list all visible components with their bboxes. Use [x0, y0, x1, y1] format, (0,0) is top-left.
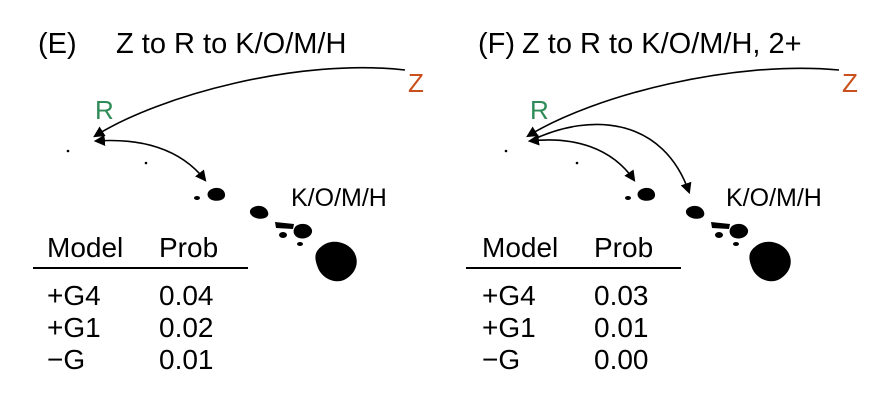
island-oahu — [685, 205, 705, 219]
arrow-z-to-r — [93, 66, 406, 138]
model-probability-table: Model Prob +G4 0.03 +G1 0.01 −G 0.00 — [466, 232, 681, 382]
island-molokai — [711, 222, 730, 229]
island-hawaii — [749, 241, 791, 282]
node-r-label: R — [530, 95, 549, 125]
arrow-r-to-kaui — [527, 134, 636, 182]
island-niihau — [625, 196, 631, 200]
island-group-label: K/O/M/H — [291, 184, 387, 212]
table-header-rule — [466, 267, 681, 269]
hawaiian-islands — [194, 187, 357, 282]
atoll-dot — [504, 149, 508, 153]
column-header-prob: Prob — [594, 232, 654, 263]
island-group-label: K/O/M/H — [726, 184, 822, 212]
island-niihau — [194, 196, 200, 200]
migration-map — [66, 66, 406, 282]
arrow-z-to-r — [526, 67, 840, 138]
table-cell-model: −G — [482, 344, 521, 375]
column-header-prob: Prob — [159, 232, 219, 263]
panel-title: Z to R to K/O/M/H — [116, 28, 347, 60]
table-cell-model: +G1 — [47, 312, 101, 343]
table-cell-model: −G — [47, 344, 86, 375]
table-cell-prob: 0.00 — [594, 344, 649, 375]
table-cell-prob: 0.02 — [159, 312, 214, 343]
table-cell-model: +G4 — [482, 280, 536, 311]
table-cell-model: +G1 — [482, 312, 536, 343]
table-cell-prob: 0.01 — [159, 344, 214, 375]
node-z-label: Z — [842, 68, 858, 98]
table-cell-prob: 0.04 — [159, 280, 214, 311]
panel-id: (E) — [38, 28, 77, 60]
island-hawaii — [315, 241, 357, 282]
column-header-model: Model — [482, 232, 559, 263]
island-molokai — [275, 222, 294, 229]
table-cell-prob: 0.03 — [594, 280, 649, 311]
panel-f: (F) Z to R to K/O/M/H, 2+ Z R K/O/M/H Mo… — [444, 0, 888, 400]
island-kauai — [637, 187, 656, 201]
island-maui — [729, 223, 749, 239]
island-kahoolawe — [733, 242, 739, 246]
panel-id: (F) — [478, 28, 516, 60]
atoll-dot — [66, 149, 70, 153]
table-cell-prob: 0.01 — [594, 312, 649, 343]
table-cell-model: +G4 — [47, 280, 101, 311]
atoll-dot — [144, 161, 148, 165]
arrow-r-to-oahu — [529, 123, 692, 195]
node-r-label: R — [95, 95, 114, 125]
island-lanai — [715, 232, 723, 238]
island-kahoolawe — [297, 242, 303, 246]
atoll-dot — [575, 161, 579, 165]
island-maui — [293, 223, 313, 239]
migration-map — [504, 67, 840, 282]
column-header-model: Model — [47, 232, 124, 263]
island-oahu — [249, 205, 269, 219]
panel-title: Z to R to K/O/M/H, 2+ — [522, 28, 802, 60]
arrow-r-to-kaui — [93, 134, 207, 182]
node-z-label: Z — [408, 68, 424, 98]
table-header-rule — [33, 267, 248, 269]
island-kauai — [207, 187, 226, 201]
island-lanai — [279, 232, 287, 238]
model-probability-table: Model Prob +G4 0.04 +G1 0.02 −G 0.01 — [33, 232, 248, 382]
panel-e: (E) Z to R to K/O/M/H Z R K/O/M/H Model … — [33, 28, 424, 382]
hawaiian-islands — [625, 187, 791, 282]
